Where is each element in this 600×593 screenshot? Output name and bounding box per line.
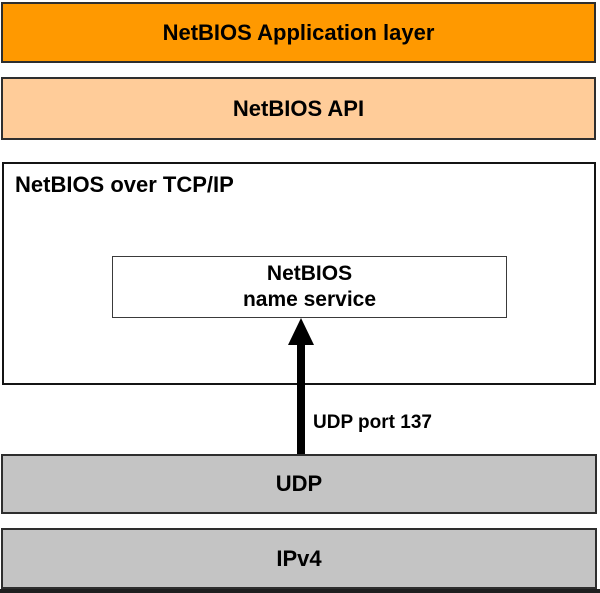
up-arrow-head-icon [288,318,314,345]
udp-layer-box: UDP [1,454,597,514]
name-service-box: NetBIOS name service [112,256,507,318]
udp-port-label: UDP port 137 [313,412,432,433]
bottom-edge-divider [0,589,600,593]
application-layer-label: NetBIOS Application layer [162,19,435,45]
udp-layer-label: UDP [275,471,323,496]
netbios-api-label: NetBIOS API [232,95,365,121]
netbios-api-box: NetBIOS API [1,77,596,140]
name-service-label-line2: name service [242,288,377,311]
application-layer-box: NetBIOS Application layer [1,2,596,63]
name-service-label-line1: NetBIOS [266,262,353,285]
up-arrow-shaft [297,343,305,455]
ipv4-layer-label: IPv4 [276,545,322,571]
ipv4-layer-box: IPv4 [1,528,597,589]
netbios-over-tcpip-label: NetBIOS over TCP/IP [15,172,234,197]
